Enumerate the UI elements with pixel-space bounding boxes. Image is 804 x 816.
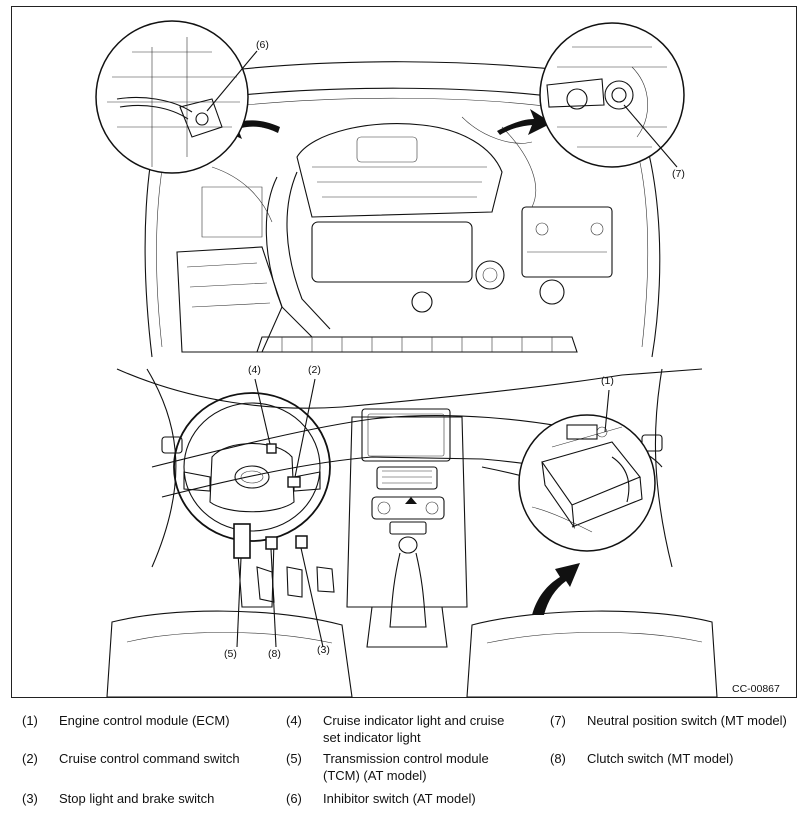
callout-6: (6) [256,39,269,51]
figure-drawing: (6) (7) [95,20,780,698]
legend-number: (2) [22,751,38,766]
legend-number: (3) [22,791,38,806]
callout-8: (8) [268,648,281,660]
callout-2: (2) [308,364,321,376]
inset-neutral-position-switch [539,22,685,168]
legend-number: (5) [286,751,302,766]
legend-text: Transmission control module (TCM) (AT mo… [323,751,489,783]
legend-number: (4) [286,713,302,728]
legend-text: Clutch switch (MT model) [587,751,734,766]
legend-number: (6) [286,791,302,806]
inset-inhibitor-switch [95,20,258,174]
legend-text: Cruise control command switch [59,751,240,766]
legend-text: Inhibitor switch (AT model) [323,791,476,806]
callout-1: (1) [601,375,614,387]
inset-ecm [518,389,656,552]
callout-4: (4) [248,364,261,376]
legend-number: (8) [550,751,566,766]
callout-5: (5) [224,648,237,660]
legend-text: Engine control module (ECM) [59,713,230,728]
legend-text: Neutral position switch (MT model) [587,713,787,728]
callout-7: (7) [672,168,685,180]
figure-code: CC-00867 [732,683,780,695]
legend-text: Cruise indicator light and cruise set in… [323,713,505,745]
legend-text: Stop light and brake switch [59,791,215,806]
component-location-figure: (6) (7) [11,6,797,698]
legend: (1) Engine control module (ECM) (2) Crui… [0,712,804,812]
callout-3: (3) [317,644,330,656]
callout-leaders [236,378,324,648]
legend-number: (7) [550,713,566,728]
cabin-illustration [106,368,718,698]
legend-number: (1) [22,713,38,728]
